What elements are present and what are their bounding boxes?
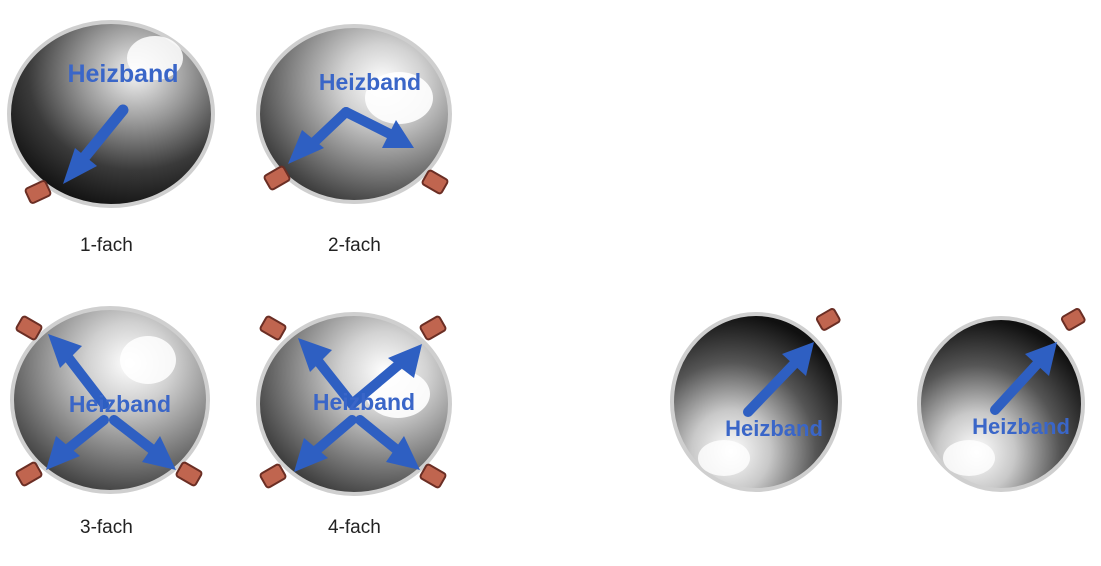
sphere-3fach: Heizband — [8, 302, 212, 498]
sphere-caption: 1-fach — [80, 235, 133, 257]
sphere-highlight — [943, 440, 995, 476]
sphere-highlight — [120, 336, 176, 384]
connector-block — [25, 180, 52, 204]
sphere-label: Heizband — [972, 414, 1070, 439]
sphere-4fach: Heizband — [252, 308, 456, 504]
sphere-caption: 3-fach — [80, 517, 133, 539]
connector-block — [1061, 308, 1086, 331]
sphere-right-1: Heizband — [668, 302, 848, 492]
sphere-svg-5: Heizband — [668, 302, 848, 492]
sphere-svg-3: Heizband — [8, 302, 212, 498]
connector-block — [259, 464, 286, 489]
connector-block — [259, 316, 286, 341]
sphere-highlight — [698, 440, 750, 476]
connector-block — [816, 308, 841, 331]
sphere-1fach: Heizband — [5, 18, 217, 210]
sphere-right-2: Heizband — [915, 306, 1095, 496]
sphere-label: Heizband — [313, 389, 415, 415]
sphere-body — [9, 22, 213, 206]
sphere-svg-2: Heizband — [254, 20, 454, 212]
sphere-svg-6: Heizband — [915, 306, 1095, 496]
sphere-caption: 4-fach — [328, 517, 381, 539]
sphere-caption: 2-fach — [328, 235, 381, 257]
sphere-label: Heizband — [725, 416, 823, 441]
sphere-2fach: Heizband — [254, 20, 454, 212]
sphere-svg-1: Heizband — [5, 18, 217, 210]
sphere-label: Heizband — [69, 391, 171, 417]
sphere-label: Heizband — [67, 60, 178, 88]
sphere-svg-4: Heizband — [252, 308, 456, 504]
sphere-label: Heizband — [319, 69, 421, 95]
connector-block — [419, 316, 446, 341]
